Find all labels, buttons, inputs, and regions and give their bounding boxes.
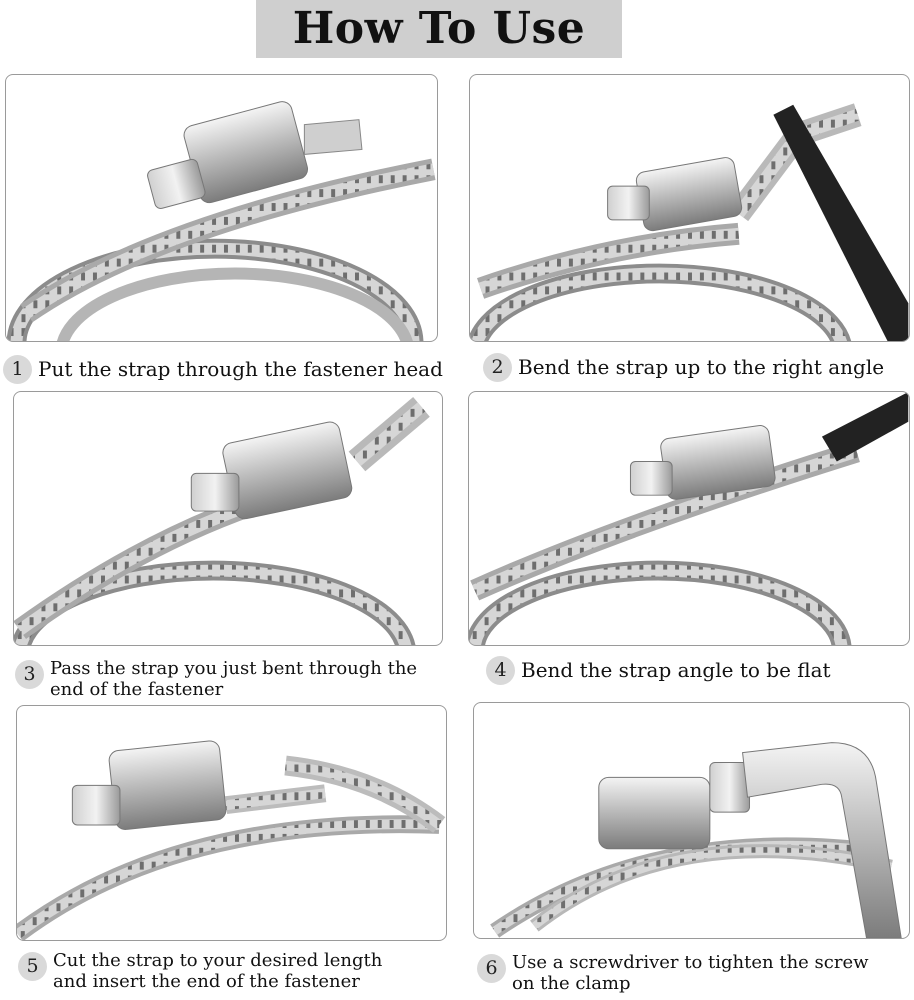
step-caption: Pass the strap you just bent through the…	[50, 658, 417, 700]
step-number-badge: 3	[15, 660, 44, 689]
step-3-photo	[13, 391, 443, 646]
step-2-photo	[469, 74, 910, 342]
hose-clamp-image	[17, 740, 446, 940]
step-6-photo	[473, 702, 910, 939]
step-number-badge: 6	[477, 954, 506, 983]
step-caption-line-1: Cut the strap to your desired length	[53, 950, 383, 971]
step-1-photo	[5, 74, 438, 342]
hose-clamp-image	[469, 392, 909, 645]
step-caption: Bend the strap angle to be flat	[521, 658, 831, 682]
step-caption-line-2: end of the fastener	[50, 679, 224, 700]
page-title: How To Use	[292, 3, 586, 54]
step-4-photo	[468, 391, 910, 646]
step-5-photo	[16, 705, 447, 941]
step-caption: Put the strap through the fastener head	[38, 357, 443, 381]
step-number-badge: 2	[483, 353, 512, 382]
step-caption: Cut the strap to your desired length and…	[53, 950, 382, 992]
step-number-badge: 1	[3, 355, 32, 384]
step-6: 6 Use a screwdriver to tighten the screw…	[477, 952, 869, 994]
step-2: 2 Bend the strap up to the right angle	[483, 353, 884, 382]
step-number-badge: 4	[486, 656, 515, 685]
step-caption: Use a screwdriver to tighten the screw o…	[512, 952, 869, 994]
hose-clamp-image	[6, 101, 436, 341]
hose-clamp-image	[490, 742, 902, 938]
step-caption-line-1: Pass the strap you just bent through the	[50, 658, 418, 679]
step-caption-line-2: and insert the end of the fastener	[53, 971, 360, 992]
step-3: 3 Pass the strap you just bent through t…	[15, 658, 417, 700]
step-caption-line-1: Use a screwdriver to tighten the screw	[512, 952, 869, 973]
step-4: 4 Bend the strap angle to be flat	[486, 656, 831, 685]
title-banner: How To Use	[256, 0, 622, 58]
step-caption: Bend the strap up to the right angle	[518, 355, 885, 379]
hose-clamp-image	[14, 397, 430, 645]
step-number-badge: 5	[18, 952, 47, 981]
step-1: 1 Put the strap through the fastener hea…	[3, 355, 443, 384]
step-5: 5 Cut the strap to your desired length a…	[18, 950, 382, 992]
step-caption-line-2: on the clamp	[512, 973, 631, 994]
hose-clamp-image	[470, 103, 909, 341]
